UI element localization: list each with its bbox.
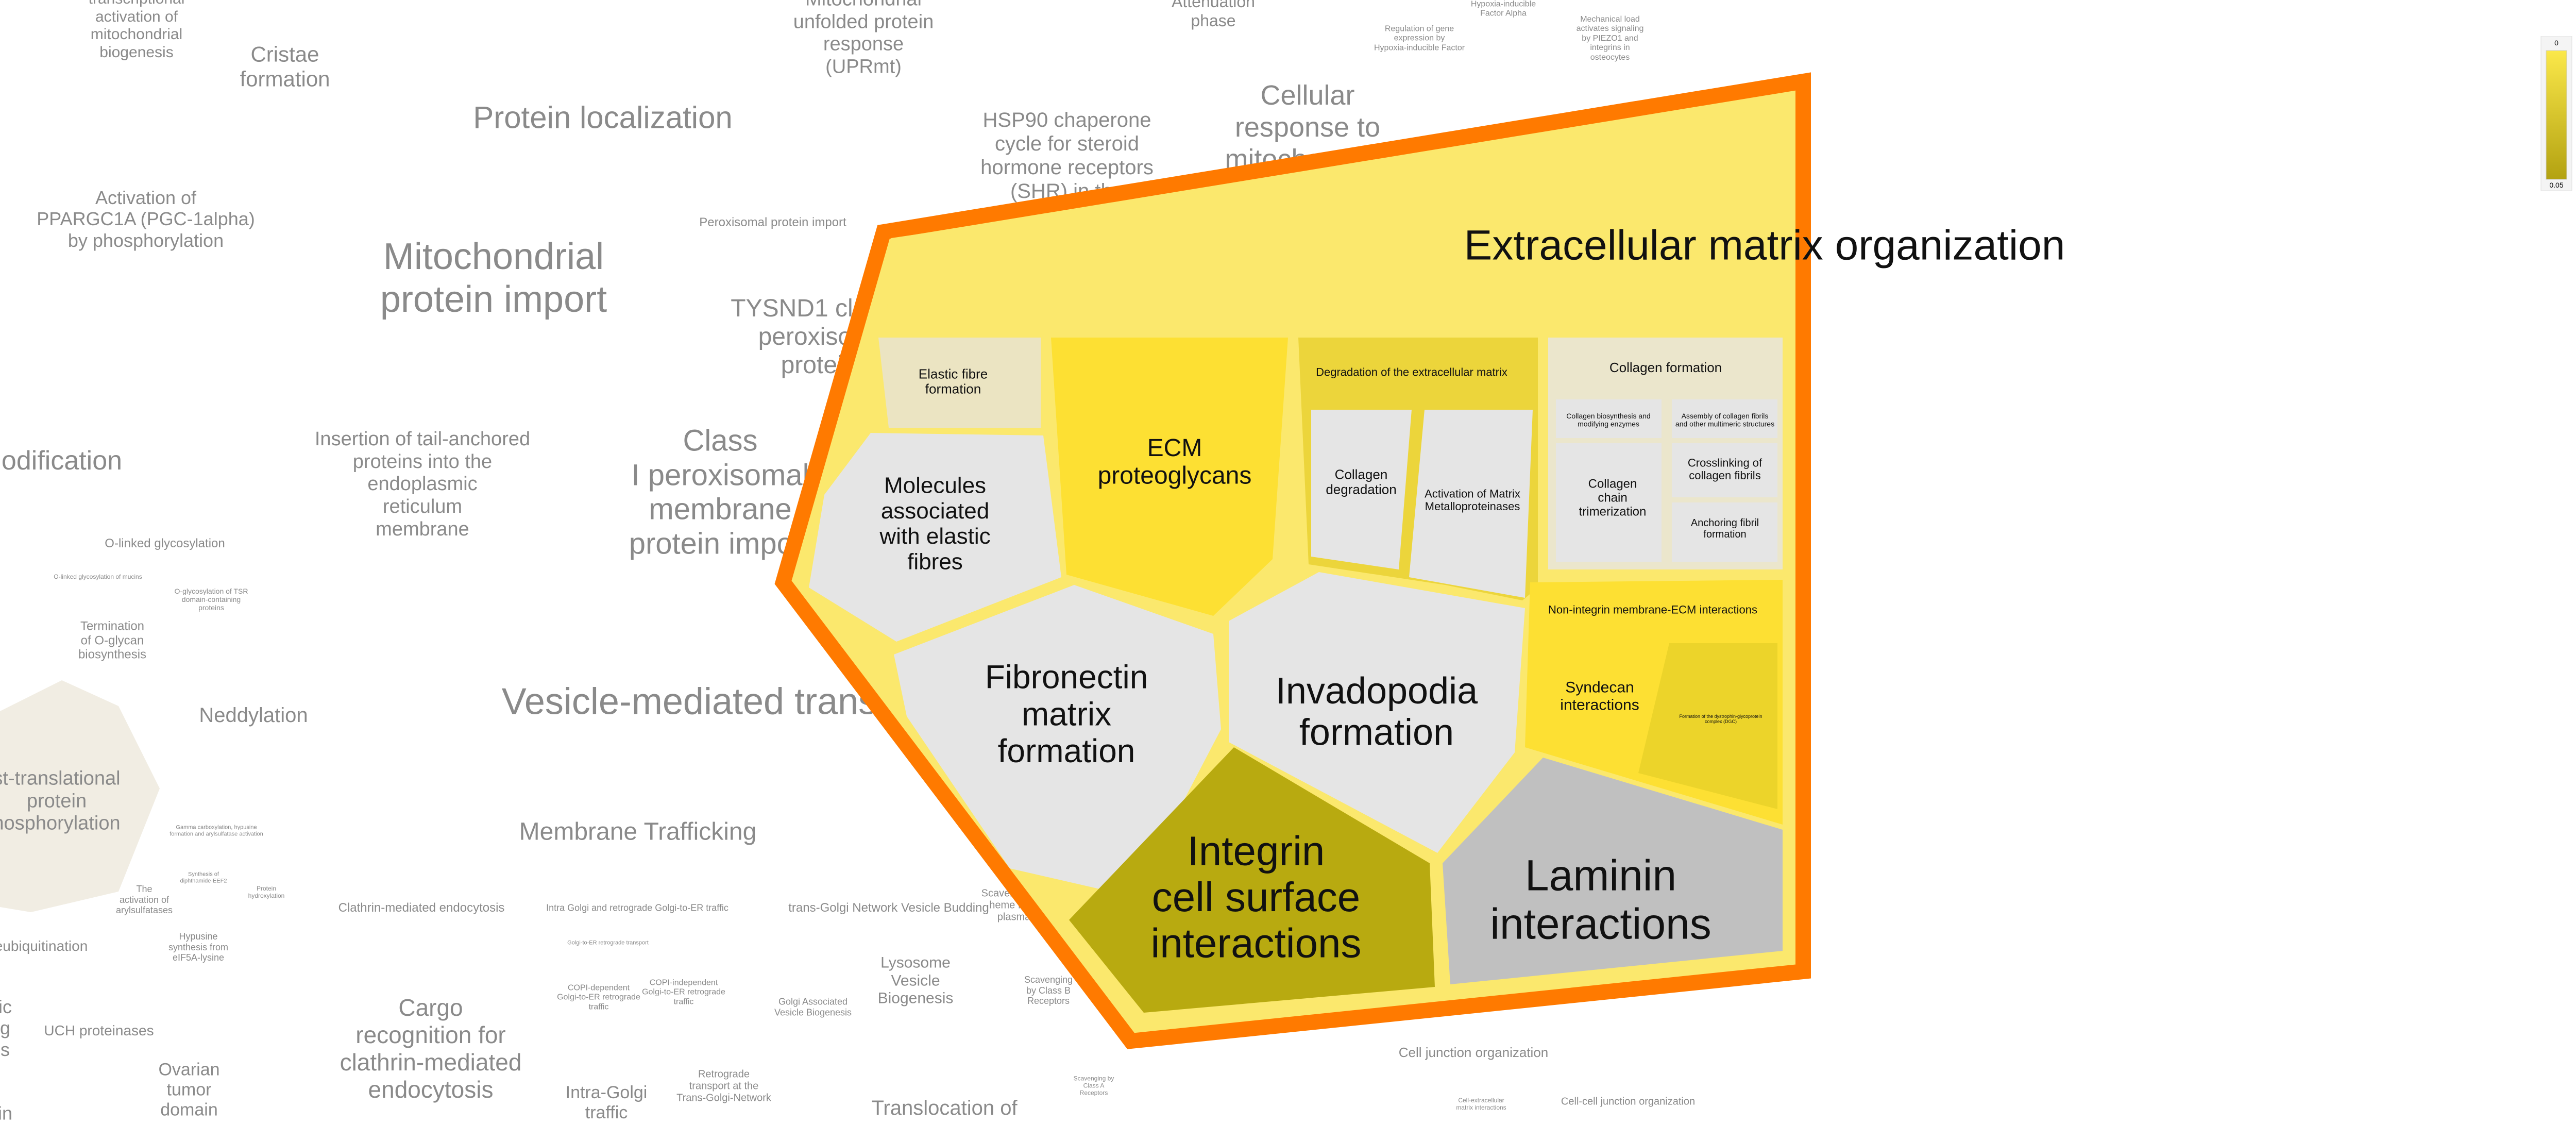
- background_labels-label[interactable]: Retrograde transport at the Trans-Golgi-…: [676, 1068, 771, 1104]
- cell-molecules-associated-with-elastic-fibres[interactable]: [809, 433, 1061, 642]
- cell-integrin-cell-surface-interactions[interactable]: [1069, 747, 1435, 1013]
- background_labels-label[interactable]: transcriptional activation of mitochondr…: [89, 0, 185, 61]
- cell-collagen-degradation[interactable]: [1311, 410, 1412, 569]
- cell-invadopodia-formation[interactable]: [1229, 572, 1525, 853]
- background_labels-label[interactable]: Membrane Trafficking: [519, 818, 757, 846]
- cell-labels: Extracellular matrix organizationElastic…: [879, 222, 2065, 966]
- background_labels-label[interactable]: ic g s: [0, 996, 12, 1060]
- cell-activation-of-matrix-metalloproteinases[interactable]: [1409, 410, 1533, 598]
- cell-anchoring-fibril-formation[interactable]: [1672, 502, 1777, 562]
- tiny_labels-label[interactable]: Scavenging by Class A Receptors: [1073, 1075, 1114, 1096]
- tiny_labels-label[interactable]: Synthesis of diphthamide-EEF2: [180, 871, 227, 884]
- background_labels-label[interactable]: Attenuation phase: [1172, 0, 1255, 30]
- background_labels-label[interactable]: Hypusine synthesis from eIF5A-lysine: [168, 931, 229, 963]
- cell-fibronectin-matrix-formation[interactable]: [894, 585, 1221, 897]
- background_labels-label[interactable]: Peroxisomal protein import: [699, 215, 846, 230]
- cell-assembly-of-collagen-fibrils[interactable]: [1672, 399, 1777, 438]
- label-non-integrin-membrane-ecm-interactions: Non-integrin membrane-ECM interactions: [1548, 603, 1757, 616]
- tiny_labels-label[interactable]: Gamma carboxylation, hypusine formation …: [170, 824, 263, 837]
- label-degradation-of-the-extracellular-matrix: Degradation of the extracellular matrix: [1316, 366, 1507, 379]
- background_labels-label[interactable]: Mechanical load activates signaling by P…: [1576, 15, 1644, 62]
- cell-ecm-proteoglycans[interactable]: [1051, 338, 1288, 616]
- cell-extracellular-matrix-organization[interactable]: [886, 106, 1790, 330]
- background_labels-label[interactable]: Lysosome Vesicle Biogenesis: [877, 954, 954, 1007]
- tiny_labels-label[interactable]: O-glycosylation of TSR domain-containing…: [174, 586, 248, 612]
- cell-elastic-fibre-formation[interactable]: [878, 338, 1041, 428]
- label-formation-of-dystrophin-glycoprotein-complex: Formation of the dystrophin-glycoprotein…: [1679, 714, 1762, 724]
- tiny_labels-label[interactable]: Cell-extracellular matrix interactions: [1456, 1097, 1506, 1111]
- tiny_labels-label[interactable]: O-linked glycosylation of mucins: [54, 573, 142, 581]
- background_labels-label[interactable]: Cristae formation: [240, 42, 330, 91]
- legend-svg: 0 0.05: [2540, 36, 2572, 191]
- faded-cell-post-translational: [0, 680, 160, 912]
- legend-top-value: 0: [2554, 39, 2558, 47]
- background_labels-label[interactable]: Ovarian tumor domain: [158, 1060, 220, 1120]
- background_labels-label[interactable]: trans-Golgi Network Vesicle Budding: [788, 901, 989, 915]
- background_labels-label[interactable]: Activation of PPARGC1A (PGC-1alpha) by p…: [37, 187, 255, 251]
- background_labels-label[interactable]: Insertion of tail-anchored proteins into…: [314, 428, 531, 540]
- background_labels-label[interactable]: Clathrin-mediated endocytosis: [338, 901, 505, 915]
- background_labels-label[interactable]: odification: [1, 446, 123, 476]
- background_labels-label[interactable]: O-linked glycosylation: [105, 536, 225, 551]
- label-extracellular-matrix-organization: Extracellular matrix organization: [1464, 222, 2065, 269]
- background_labels-label[interactable]: Mitochondrial unfolded protein response …: [793, 0, 934, 78]
- cell-formation-of-dystrophin-glycoprotein-complex[interactable]: [1638, 643, 1777, 809]
- background_labels-label[interactable]: Cell-cell junction organization: [1561, 1096, 1696, 1108]
- tiny_labels-label[interactable]: Golgi-to-ER retrograde transport: [567, 940, 649, 946]
- background_labels-label[interactable]: Protein localization: [473, 100, 733, 135]
- background_labels-label[interactable]: COPI-dependent Golgi-to-ER retrograde tr…: [557, 983, 640, 1012]
- background_labels-label[interactable]: UCH proteinases: [44, 1022, 154, 1038]
- background_labels-label[interactable]: Scavenging by Class B Receptors: [1024, 974, 1073, 1006]
- background_labels-label[interactable]: Regulation of gene expression by Hypoxia…: [1374, 24, 1465, 53]
- background_labels-label[interactable]: Termination of O-glycan biosynthesis: [78, 619, 147, 662]
- cell-collagen-biosynthesis[interactable]: [1556, 399, 1662, 438]
- label-collagen-formation: Collagen formation: [1609, 360, 1722, 375]
- background_labels-label[interactable]: Translocation of: [871, 1097, 1018, 1119]
- background_labels-label[interactable]: Neddylation: [199, 704, 308, 727]
- background_labels-label[interactable]: eubiquitination: [0, 937, 88, 954]
- background_labels-label[interactable]: st-translational protein hosphorylation: [0, 767, 121, 834]
- background_labels-label[interactable]: Intra Golgi and retrograde Golgi-to-ER t…: [546, 902, 728, 913]
- background_labels-label[interactable]: Hypoxia-inducible Factor Alpha: [1470, 0, 1536, 18]
- background_labels-label[interactable]: Golgi Associated Vesicle Biogenesis: [774, 996, 852, 1017]
- legend-gradient-bar: [2546, 50, 2567, 180]
- background_labels-label[interactable]: Cell junction organization: [1398, 1045, 1549, 1061]
- legend-bottom-value: 0.05: [2549, 181, 2563, 189]
- background_labels-label[interactable]: The activation of arylsulfatases: [115, 883, 173, 916]
- tiny_labels-label[interactable]: Protein hydroxylation: [248, 885, 285, 899]
- background_labels-label[interactable]: Mitochondrial protein import: [380, 236, 607, 320]
- background_labels-label[interactable]: Class I peroxisomal membrane protein imp…: [629, 424, 812, 561]
- background_labels-label[interactable]: COPI-independent Golgi-to-ER retrograde …: [642, 978, 725, 1006]
- cell-collagen-chain-trimerization[interactable]: [1556, 443, 1662, 562]
- cell-crosslinking-of-collagen-fibrils[interactable]: [1672, 443, 1777, 497]
- cell-laminin-interactions[interactable]: [1443, 758, 1783, 984]
- p-value-legend: 0 0.05: [2540, 36, 2573, 191]
- background_labels-label[interactable]: Cargo recognition for clathrin-mediated …: [340, 994, 522, 1103]
